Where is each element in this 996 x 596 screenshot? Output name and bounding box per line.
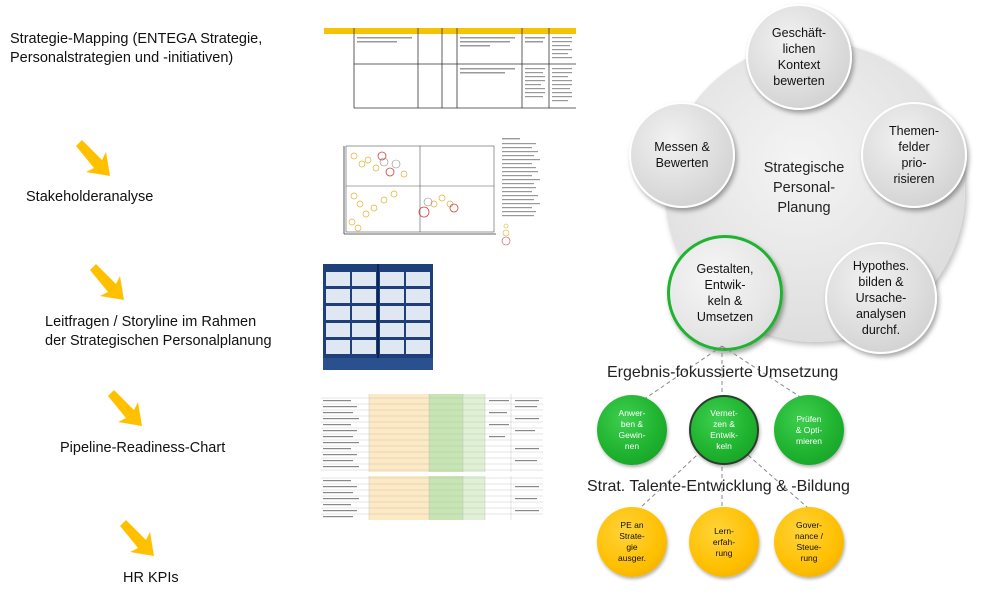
step-label-pipeline: Pipeline-Readiness-Chart — [60, 440, 226, 456]
implementation-title: Ergebnis-fokussierte Umsetzung — [607, 364, 839, 381]
step-label-stakeholder: Stakeholderanalyse — [26, 189, 154, 205]
implementation-item-recruit: Anwer- ben & Gewin- nen — [597, 395, 667, 465]
talent-title: Strat. Talente-Entwicklung & -Bildung — [587, 478, 850, 495]
cycle-node-prioritize-topics: Themen- felder prio- risieren — [861, 102, 967, 208]
cycle-node-design-develop-implement: Gestalten, Entwik- keln & Umsetzen — [667, 235, 783, 351]
arrow-down-right-icon — [108, 390, 142, 426]
cycle-node-business-context: Geschäft- lichen Kontext bewerten — [746, 4, 852, 110]
arrow-down-right-icon — [120, 520, 154, 556]
step-label-leitfragen: Leitfragen / Storyline im Rahmen der Str… — [45, 314, 272, 349]
arrow-down-right-icon — [76, 140, 110, 176]
connector-lines — [639, 345, 809, 509]
storyline-grid-thumbnail — [323, 264, 433, 370]
cycle-center-label: Strategische Personal- Planung — [763, 160, 845, 216]
cycle-node-measure-evaluate: Messen & Bewerten — [629, 102, 735, 208]
arrow-down-right-icon — [90, 264, 124, 300]
pipeline-readiness-thumbnail — [321, 390, 543, 524]
talent-item-strategy-aligned: PE an Strate- gie ausger. — [597, 507, 667, 577]
strategy-mapping-thumbnail — [324, 28, 576, 110]
implementation-item-optimize: Prüfen & Opti- mieren — [774, 395, 844, 465]
stakeholder-matrix-thumbnail — [324, 134, 554, 246]
talent-item-learning: Lern- erfah- rung — [689, 507, 759, 577]
implementation-item-network: Vernet- zen & Entwik- keln — [689, 395, 759, 465]
cycle-node-hypotheses: Hypothes. bilden & Ursache- analysen dur… — [825, 242, 937, 354]
step-label-hr-kpis: HR KPIs — [123, 570, 179, 586]
talent-item-governance: Gover- nance / Steue- rung — [774, 507, 844, 577]
step-label-strategy-mapping: Strategie-Mapping (ENTEGA Strategie, Per… — [10, 31, 263, 66]
